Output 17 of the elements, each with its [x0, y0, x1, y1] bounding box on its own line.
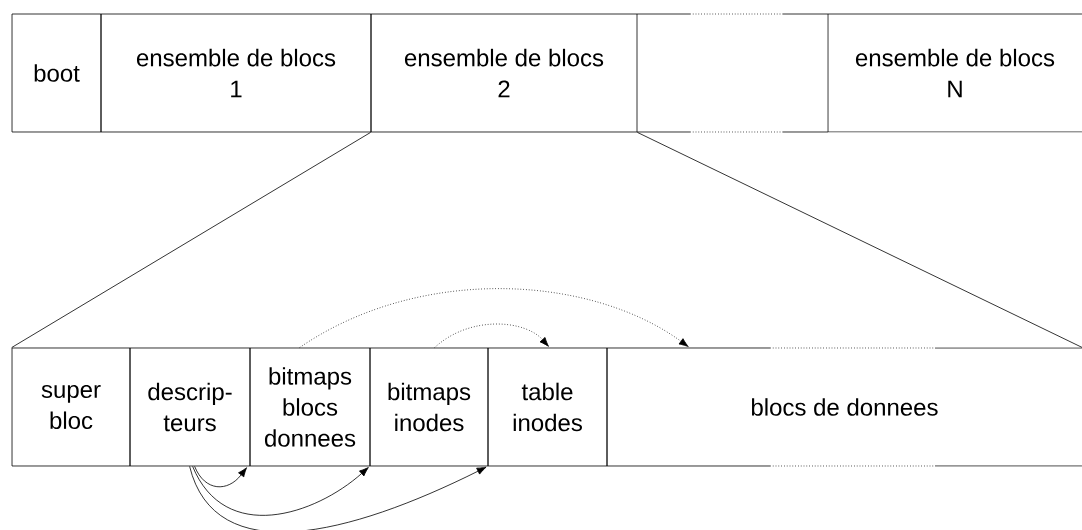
block-box: ensemble de blocs N: [827, 13, 1082, 133]
section-box: table inodes: [487, 347, 608, 467]
arrow: [299, 288, 689, 348]
zoom-line: [637, 132, 1082, 348]
arrow: [192, 466, 369, 516]
section-box: blocs de donnees: [606, 347, 1082, 467]
arrow: [434, 323, 549, 348]
block-box: boot: [11, 13, 102, 133]
section-box: bitmaps blocs donnees: [249, 347, 371, 467]
zoom-line: [11, 132, 371, 348]
block-box: ensemble de blocs 2: [370, 13, 829, 133]
section-box: bitmaps inodes: [369, 347, 489, 467]
section-box: descrip- teurs: [129, 347, 251, 467]
block-box: ensemble de blocs 1: [100, 13, 372, 133]
section-box: super bloc: [11, 347, 131, 467]
arrow: [189, 466, 487, 530]
arrow: [194, 466, 247, 488]
